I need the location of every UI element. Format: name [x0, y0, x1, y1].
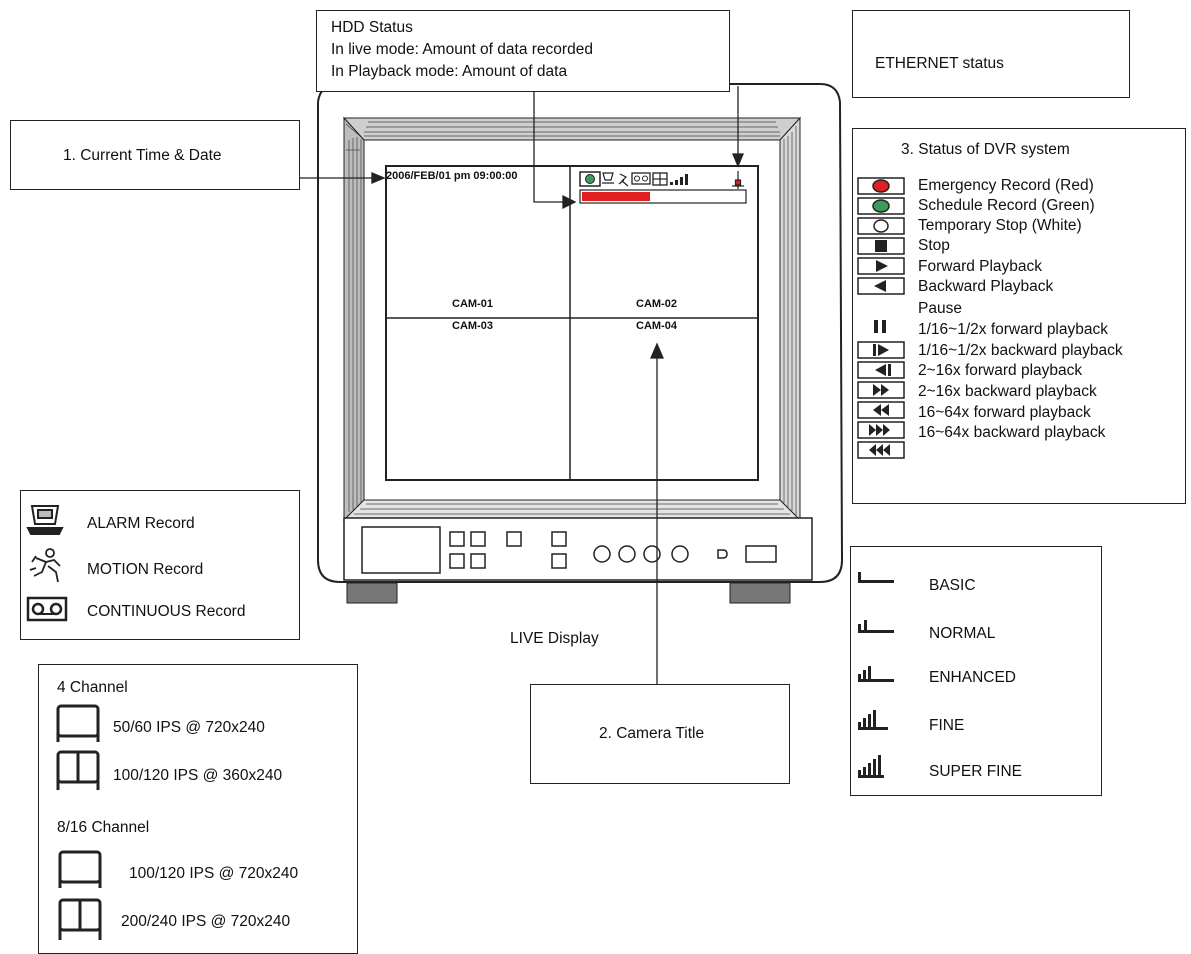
camera-label-2: CAM-02: [636, 298, 677, 310]
dvr-status-icons: [857, 177, 905, 459]
quality-label-enhanced: ENHANCED: [929, 669, 1016, 686]
control-panel: [343, 517, 813, 581]
live-display-label: LIVE Display: [510, 630, 599, 647]
alarm-record-icon: [26, 505, 64, 535]
dvr-status-item: Temporary Stop (White): [918, 217, 1082, 234]
dvr-status-item: Pause: [918, 300, 962, 317]
camera-label-1: CAM-01: [452, 298, 493, 310]
single-view-icon-2: [58, 850, 102, 888]
stop-icon: [875, 240, 887, 252]
hdd-bar-fill: [582, 192, 650, 201]
quality-label-fine: FINE: [929, 717, 965, 734]
channel-group-1-title: 4 Channel: [57, 679, 128, 696]
normal-quality-icon: [858, 620, 894, 633]
alarm-mini-icon: [602, 172, 614, 184]
basic-quality-icon: [858, 572, 894, 583]
temporary-stop-icon: [873, 219, 889, 233]
ethernet-status-box: ETHERNET status: [852, 10, 1130, 98]
channel-option: 100/120 IPS @ 360x240: [113, 767, 283, 784]
dvr-status-item: Forward Playback: [918, 258, 1043, 275]
split-view-icon-1: [56, 750, 100, 790]
quality-icons: [858, 572, 894, 778]
fine-quality-icon: [858, 710, 888, 730]
camera-label-4: CAM-04: [636, 320, 677, 332]
dvr-status-box: 3. Status of DVR system: [852, 128, 1186, 504]
camera-title-box: 2. Camera Title: [530, 684, 790, 784]
continuous-record-label: CONTINUOUS Record: [87, 603, 246, 620]
dvr-status-item: Schedule Record (Green): [918, 197, 1095, 214]
emergency-record-icon: [872, 179, 890, 193]
continuous-mini-icon: [631, 172, 651, 185]
channel-icons: [56, 704, 102, 940]
fast-backward-icon: [873, 404, 889, 416]
hdd-callout-arrow: [533, 92, 566, 203]
very-fast-backward-icon: [869, 444, 890, 456]
dvr-status-item: 1/16~1/2x forward playback: [918, 321, 1108, 338]
ethernet-status-label: ETHERNET status: [875, 55, 1004, 72]
slow-forward-icon: [873, 344, 889, 356]
motion-mini-icon: [618, 173, 629, 187]
current-time-box: 1. Current Time & Date: [10, 120, 300, 190]
hdd-status-playback-text: In Playback mode: Amount of data: [331, 63, 568, 80]
schedule-record-icon: [872, 199, 890, 213]
hdd-status-box: HDD Status In live mode: Amount of data …: [316, 10, 730, 92]
screen: [385, 165, 759, 481]
quality-box: BASIC NORMAL ENHANCED FINE SUPER FINE: [850, 546, 1102, 796]
dvr-status-item: 1/16~1/2x backward playback: [918, 342, 1123, 359]
screen-bevel: [342, 116, 802, 522]
quality-label-basic: BASIC: [929, 577, 976, 594]
channel-option: 50/60 IPS @ 720x240: [113, 719, 265, 736]
callout-arrows: [300, 86, 744, 684]
super-fine-quality-icon: [858, 755, 884, 778]
quality-label-normal: NORMAL: [929, 625, 996, 642]
motion-record-icon: [29, 548, 61, 583]
channel-group-2-title: 8/16 Channel: [57, 819, 150, 836]
pause-icon: [874, 320, 886, 333]
quality-label-super-fine: SUPER FINE: [929, 763, 1023, 780]
dvr-status-item: Backward Playback: [918, 278, 1054, 295]
channel-option: 100/120 IPS @ 720x240: [129, 865, 299, 882]
camera-label-3: CAM-03: [452, 320, 493, 332]
schedule-record-indicator-icon: [585, 174, 595, 184]
channel-option: 200/240 IPS @ 720x240: [121, 913, 291, 930]
fast-forward-icon: [873, 384, 889, 396]
dvr-status-item: 2~16x forward playback: [918, 362, 1083, 379]
dvr-status-item: 2~16x backward playback: [918, 383, 1097, 400]
motion-record-label: MOTION Record: [87, 561, 204, 578]
hdd-status-title: HDD Status: [331, 19, 413, 36]
camera-title-label: 2. Camera Title: [599, 725, 705, 742]
dvr-status-item: 16~64x backward playback: [918, 424, 1106, 441]
dvr-status-item: Stop: [918, 237, 950, 254]
screen-datetime: 2006/FEB/01 pm 09:00:00: [386, 170, 518, 182]
slow-backward-icon: [875, 364, 891, 376]
current-time-label: 1. Current Time & Date: [63, 147, 222, 164]
record-type-box: ALARM Record MOTION Record CONTINUOUS Re…: [20, 490, 300, 640]
dvr-status-item: Emergency Record (Red): [918, 177, 1094, 194]
single-view-icon-1: [56, 704, 100, 742]
ethernet-mini-icon: [732, 171, 744, 189]
continuous-record-icon: [26, 596, 68, 622]
channel-box: 4 Channel 50/60 IPS @ 720x240 100/120 IP…: [38, 664, 358, 954]
monitor-foot-right: [729, 582, 791, 604]
forward-playback-icon: [876, 260, 888, 272]
dvr-status-title: 3. Status of DVR system: [901, 141, 1070, 158]
quality-mini-icon: [670, 174, 688, 185]
screen-status-icons: [579, 171, 744, 189]
split-view-icon-2: [58, 898, 102, 940]
monitor-foot-left: [346, 582, 398, 604]
enhanced-quality-icon: [858, 666, 894, 682]
dvr-status-item: 16~64x forward playback: [918, 404, 1091, 421]
alarm-record-label: ALARM Record: [87, 515, 195, 532]
very-fast-forward-icon: [869, 424, 890, 436]
backward-playback-icon: [874, 280, 886, 292]
hdd-status-live-text: In live mode: Amount of data recorded: [331, 41, 593, 58]
